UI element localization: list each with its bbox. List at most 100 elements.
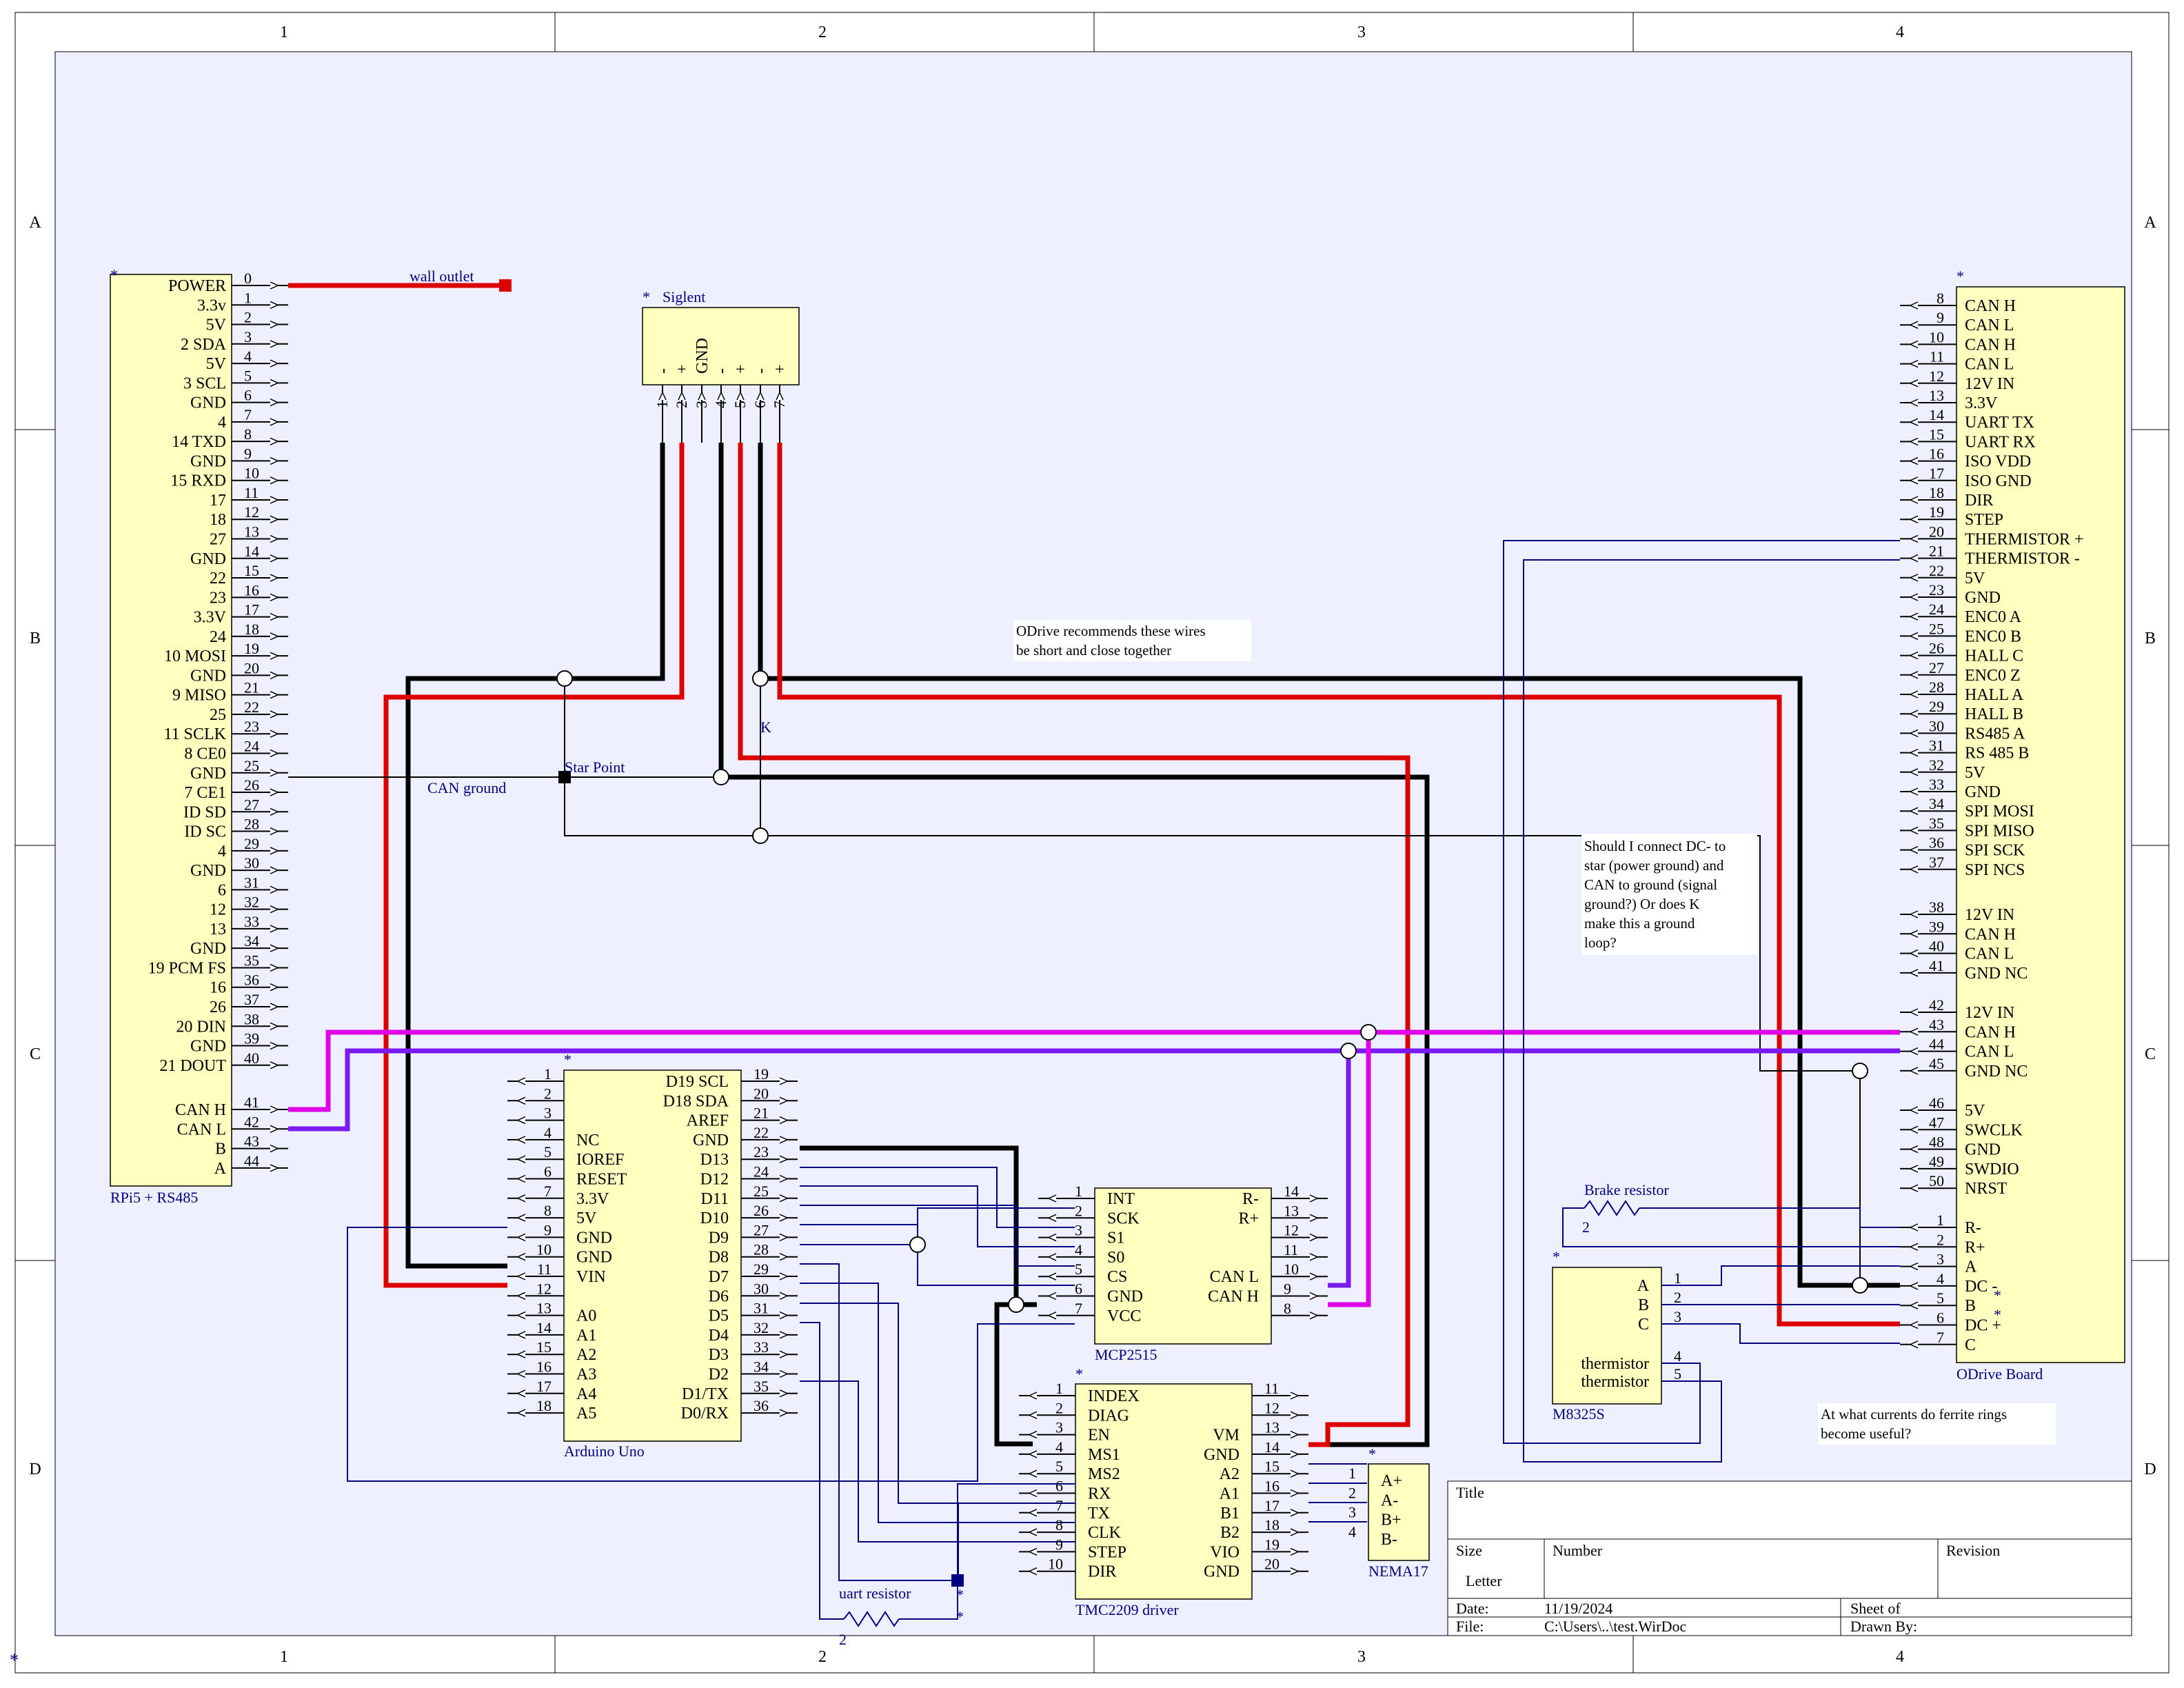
pin-number: 21: [754, 1105, 769, 1122]
pin-label: D5: [709, 1307, 729, 1325]
pin-number: 1: [1075, 1183, 1082, 1200]
col-label-top: 3: [1357, 23, 1366, 41]
pin-arrow: [1909, 1027, 1919, 1036]
pin-arrow: [1909, 671, 1919, 679]
pin-arrow: [678, 391, 686, 401]
pin-arrow: [1909, 1184, 1919, 1192]
pin-arrow: [270, 359, 279, 368]
pin-number: 5: [1937, 1289, 1944, 1307]
arduino-body: [563, 1069, 742, 1442]
pin-label: GND: [190, 394, 226, 412]
pin-label: A2: [1220, 1465, 1240, 1483]
pin-arrow: [779, 1174, 789, 1183]
pin-label: RX: [1088, 1485, 1111, 1503]
pin-arrow: [270, 398, 279, 407]
pin-number: 44: [244, 1152, 259, 1169]
pin-number: 15: [244, 562, 259, 579]
pin-arrow: [270, 963, 279, 972]
pin-arrow: [1309, 1312, 1319, 1320]
pin-arrow: [1047, 1194, 1057, 1203]
pin-label: R-: [1965, 1219, 1981, 1237]
pin-number: 35: [244, 952, 259, 969]
pin-label: 3.3V: [576, 1190, 609, 1208]
pin-arrow: [1028, 1450, 1038, 1458]
pin-label: ISO VDD: [1965, 453, 2031, 471]
pin-arrow: [270, 281, 279, 290]
note-odrive-wires: ODrive recommends these wires be short a…: [1013, 620, 1251, 661]
brake-resistor-symbol: [1584, 1200, 1640, 1216]
pin-number: 3: [1348, 1504, 1356, 1521]
pin-arrow: [1909, 359, 1919, 368]
pin-number: 20: [244, 659, 259, 676]
pin-arrow: [1909, 768, 1919, 776]
note-line: At what currents do ferrite rings: [1821, 1406, 2007, 1423]
pin-number: 4: [712, 401, 729, 408]
pin-number: 27: [244, 796, 259, 813]
pin-label: CAN L: [1965, 356, 2014, 374]
pin-arrow: [1909, 710, 1919, 718]
pin-label: 24: [210, 628, 226, 646]
junction: [752, 827, 769, 844]
col-label-top: 1: [280, 23, 288, 41]
pin-number: 16: [536, 1358, 552, 1376]
pin-arrow: [1047, 1233, 1057, 1242]
pin-arrow: [1909, 1262, 1919, 1271]
pin-label: D4: [709, 1327, 729, 1345]
wire-siglent1-ground: [405, 443, 665, 1269]
pin-number: 27: [1929, 659, 1944, 676]
pin-arrow: [1909, 1223, 1919, 1232]
pin-label: HALL B: [1965, 705, 2023, 723]
pin-number: 14: [1264, 1438, 1280, 1456]
pin-number: 4: [1674, 1347, 1681, 1365]
pin-arrow: [1909, 748, 1919, 757]
pin-label: -: [654, 368, 672, 374]
pin-arrow: [1909, 910, 1919, 918]
pin-arrow: [1909, 321, 1919, 329]
pin-label: GND: [576, 1249, 612, 1267]
pin-label: CAN L: [1965, 945, 2014, 963]
pin-arrow: [1290, 1450, 1300, 1458]
junction: [909, 1236, 926, 1253]
pin-label: A-: [1381, 1491, 1398, 1509]
pin-arrow: [779, 1253, 789, 1261]
pin-label: AREF: [687, 1112, 729, 1130]
pin-label: 27: [210, 531, 226, 549]
pin-arrow: [1909, 807, 1919, 815]
pin-number: 10: [1284, 1260, 1299, 1278]
pin-number: 25: [754, 1183, 769, 1200]
pin-label: GND: [190, 550, 226, 568]
pin-arrow: [1909, 1165, 1919, 1173]
pin-arrow: [1309, 1292, 1319, 1300]
pin-arrow: [270, 730, 279, 738]
pin-label: VIO: [1210, 1543, 1240, 1561]
pin-label: UART RX: [1965, 433, 2036, 451]
pin-number: 12: [1284, 1222, 1299, 1239]
junction: [1360, 1024, 1377, 1041]
pin-number: 36: [1929, 834, 1944, 852]
pin-label: -: [713, 368, 731, 374]
pin-label: STEP: [1088, 1543, 1126, 1561]
pin-number: 21: [1929, 543, 1944, 560]
pin-number: 43: [244, 1133, 259, 1150]
pin-arrow: [516, 1155, 526, 1163]
pin-arrow: [1028, 1391, 1038, 1400]
pin-arrow: [1909, 301, 1919, 310]
pin-label: RESET: [576, 1171, 627, 1189]
pin-arrow: [270, 1003, 279, 1011]
pin-arrow: [1909, 1008, 1919, 1016]
pin-label: ID SD: [183, 803, 226, 821]
pin-number: 9: [1937, 309, 1944, 326]
rpi-body: [110, 274, 232, 1187]
pin-label: D7: [709, 1268, 729, 1286]
pin-label: A0: [576, 1307, 596, 1325]
pin-label: GND: [576, 1229, 612, 1247]
